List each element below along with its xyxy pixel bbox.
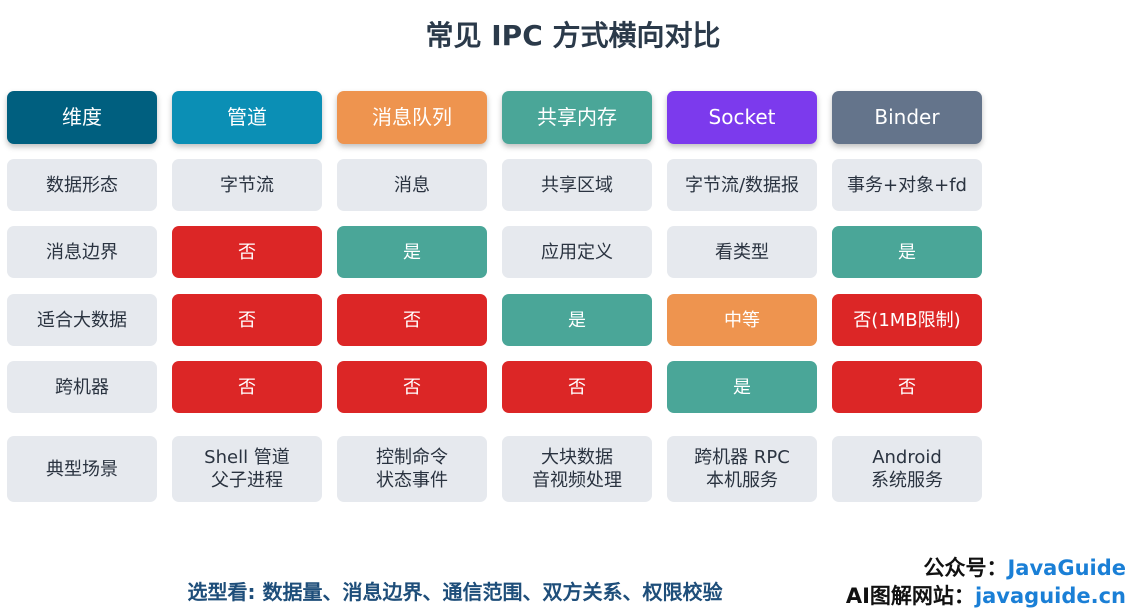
brand-account-value: JavaGuide xyxy=(1007,556,1126,580)
brand-account-label: 公众号： xyxy=(923,556,1008,580)
cell-large-data-socket: 中等 xyxy=(667,294,817,346)
cell-scenario-shm: 大块数据 音视频处理 xyxy=(502,436,652,502)
row-label-cross-machine: 跨机器 xyxy=(7,361,157,413)
header-binder: Binder xyxy=(832,91,982,144)
brand-line-account: 公众号：JavaGuide xyxy=(846,554,1126,582)
brand-watermark: 公众号：JavaGuide AI图解网站：javaguide.cn xyxy=(846,554,1126,610)
selection-guideline: 选型看: 数据量、消息边界、通信范围、双方关系、权限校验 xyxy=(187,580,723,604)
brand-line-site: AI图解网站：javaguide.cn xyxy=(846,582,1126,610)
cell-large-data-mq: 否 xyxy=(337,294,487,346)
cell-data-form-mq: 消息 xyxy=(337,159,487,211)
brand-site-value: javaguide.cn xyxy=(974,584,1126,608)
cell-boundary-mq: 是 xyxy=(337,226,487,278)
header-message-queue: 消息队列 xyxy=(337,91,487,144)
cell-data-form-pipe: 字节流 xyxy=(172,159,322,211)
cell-large-data-pipe: 否 xyxy=(172,294,322,346)
header-pipe: 管道 xyxy=(172,91,322,144)
page-title: 常见 IPC 方式横向对比 xyxy=(425,19,721,52)
cell-boundary-socket: 看类型 xyxy=(667,226,817,278)
header-shared-memory: 共享内存 xyxy=(502,91,652,144)
cell-large-data-shm: 是 xyxy=(502,294,652,346)
cell-cross-machine-socket: 是 xyxy=(667,361,817,413)
header-socket: Socket xyxy=(667,91,817,144)
cell-cross-machine-shm: 否 xyxy=(502,361,652,413)
cell-data-form-shm: 共享区域 xyxy=(502,159,652,211)
cell-data-form-socket: 字节流/数据报 xyxy=(667,159,817,211)
row-label-message-boundary: 消息边界 xyxy=(7,226,157,278)
cell-boundary-pipe: 否 xyxy=(172,226,322,278)
cell-boundary-binder: 是 xyxy=(832,226,982,278)
cell-cross-machine-mq: 否 xyxy=(337,361,487,413)
row-label-data-form: 数据形态 xyxy=(7,159,157,211)
cell-scenario-pipe: Shell 管道 父子进程 xyxy=(172,436,322,502)
header-dimension: 维度 xyxy=(7,91,157,144)
cell-scenario-mq: 控制命令 状态事件 xyxy=(337,436,487,502)
cell-data-form-binder: 事务+对象+fd xyxy=(832,159,982,211)
cell-boundary-shm: 应用定义 xyxy=(502,226,652,278)
cell-large-data-binder: 否(1MB限制) xyxy=(832,294,982,346)
row-label-large-data: 适合大数据 xyxy=(7,294,157,346)
cell-scenario-binder: Android 系统服务 xyxy=(832,436,982,502)
cell-cross-machine-binder: 否 xyxy=(832,361,982,413)
cell-scenario-socket: 跨机器 RPC 本机服务 xyxy=(667,436,817,502)
row-label-typical-scenario: 典型场景 xyxy=(7,436,157,502)
brand-site-label: AI图解网站： xyxy=(845,584,975,608)
cell-cross-machine-pipe: 否 xyxy=(172,361,322,413)
